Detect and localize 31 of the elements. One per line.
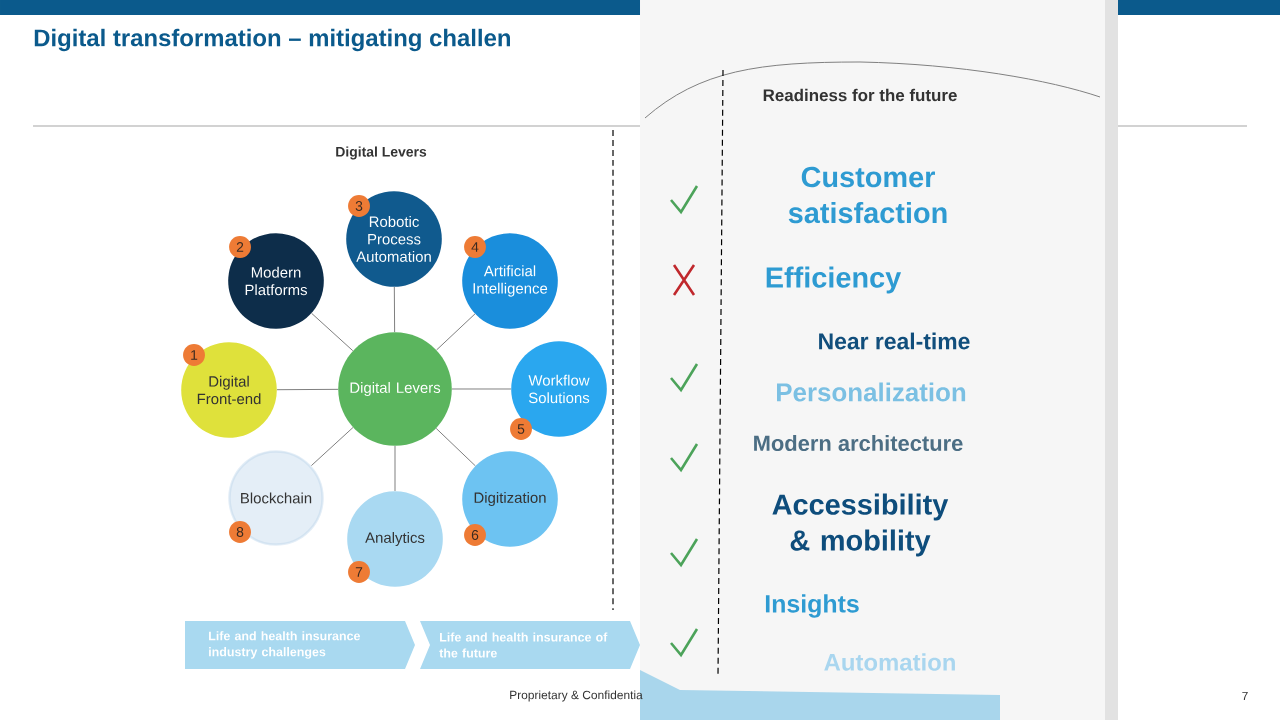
chevron-step: Life and health insurance of the future	[420, 621, 640, 669]
connector-line	[435, 427, 476, 467]
benefit-text: Modern architecture	[754, 434, 963, 452]
number-badge: 4	[464, 236, 486, 258]
connector-line	[393, 286, 396, 333]
slide-title: Digital transformation – mitigating challen	[34, 28, 510, 52]
benefit-text: Automation	[824, 653, 955, 671]
number-badge: 5	[510, 418, 532, 440]
connector-line	[311, 312, 354, 352]
benefit-text: Insights	[765, 594, 859, 618]
number-badge: 3	[348, 195, 370, 217]
benefit-text: Personalization	[777, 382, 966, 402]
number-badge: 7	[348, 561, 370, 583]
connector-line	[394, 445, 396, 492]
connector-line	[436, 313, 476, 351]
number-badge: 8	[229, 521, 251, 543]
chart-heading: Digital Levers	[336, 146, 427, 160]
page-number: 7	[1242, 691, 1248, 701]
connector-line	[276, 388, 339, 391]
footer-text: Proprietary & Confidentia	[510, 690, 643, 702]
benefit-text: Accessibility & mobility	[772, 493, 949, 557]
number-badge: 2	[229, 236, 251, 258]
connector-line	[451, 388, 512, 390]
benefit-text: Efficiency	[766, 266, 902, 294]
benefit-text: Near real-time	[819, 332, 970, 350]
number-badge: 1	[183, 344, 205, 366]
chevron-step: Life and health insurance industry challenges	[185, 621, 415, 669]
benefit-text: Customer satisfaction	[788, 166, 947, 224]
column-heading: Readiness for the future	[763, 88, 957, 102]
number-badge: 6	[464, 524, 486, 546]
connector-line	[310, 427, 354, 467]
